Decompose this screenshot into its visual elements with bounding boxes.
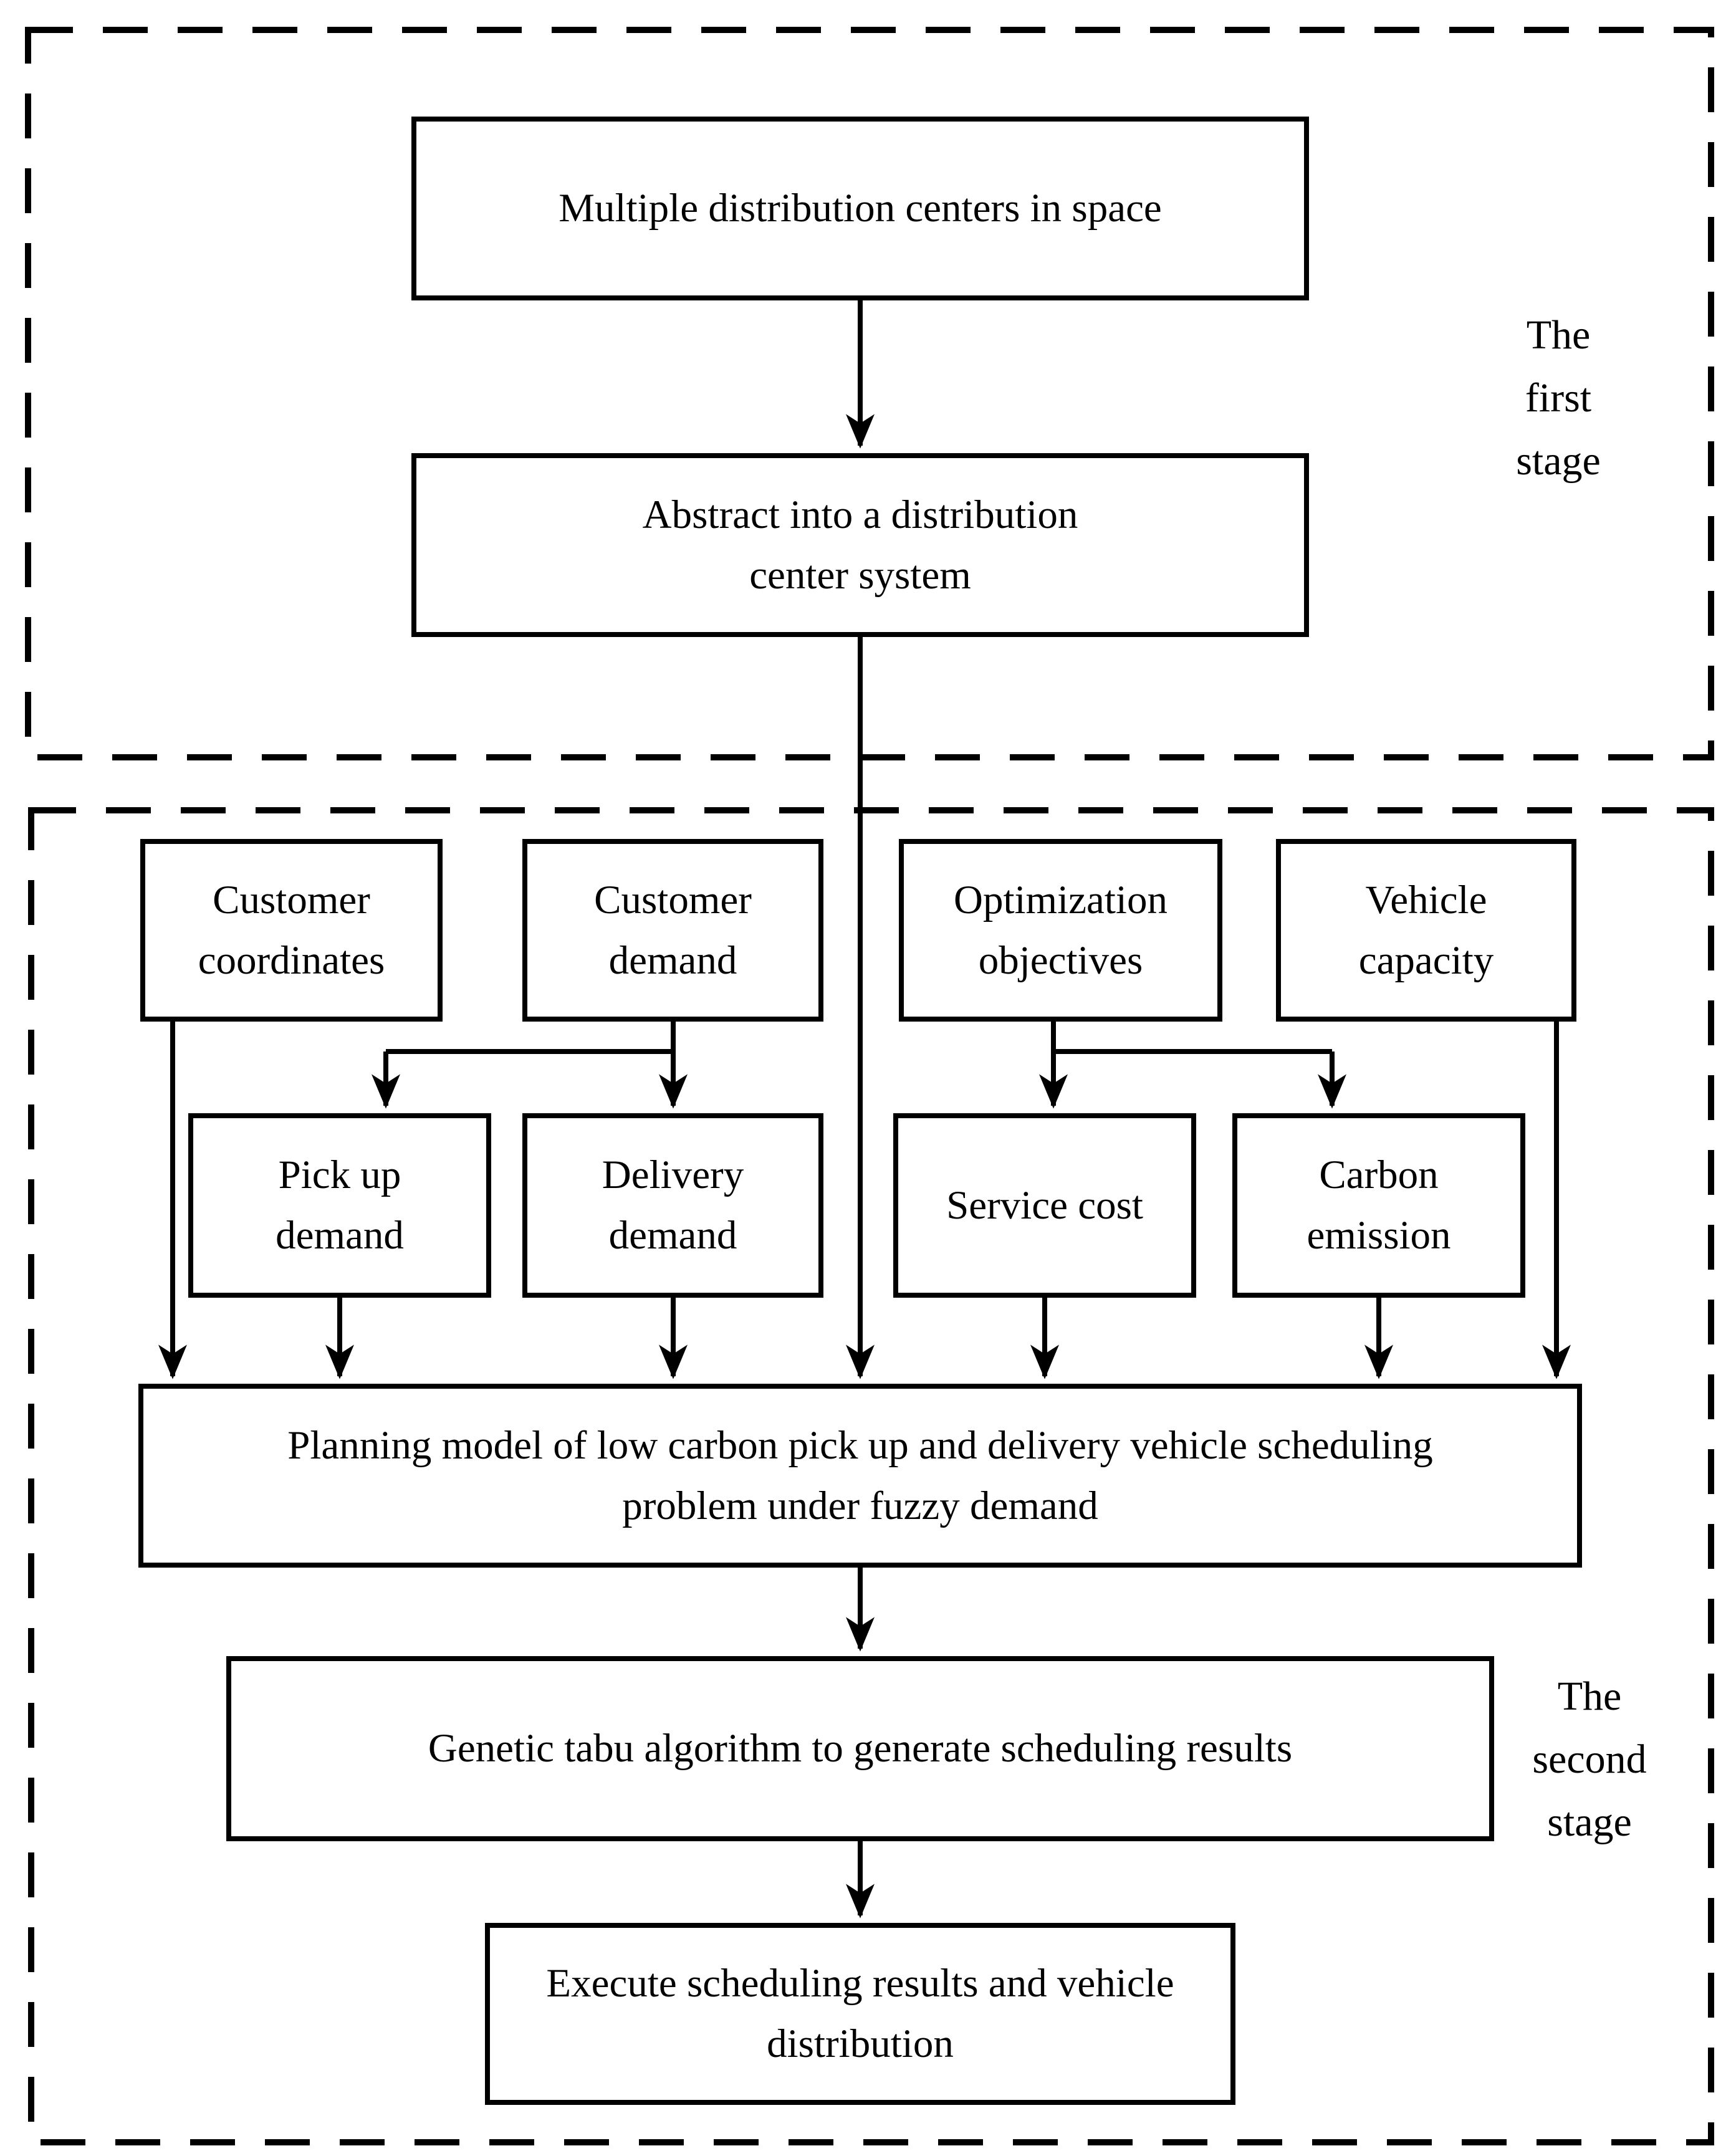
pick-up-demand-box: Pick up demand (188, 1113, 491, 1298)
delivery-demand-box: Delivery demand (522, 1113, 823, 1298)
carbon-emission-box: Carbon emission (1232, 1113, 1525, 1298)
box-text-line: Service cost (946, 1182, 1143, 1228)
customer-demand-box: Customer demand (522, 839, 823, 1022)
box-text-line: Carbon (1319, 1152, 1439, 1197)
stage-label-line: first (1525, 375, 1592, 421)
box-text-line: Delivery (602, 1152, 744, 1197)
box-text-line: problem under fuzzy demand (622, 1483, 1098, 1528)
vehicle-capacity-box: Vehicle capacity (1276, 839, 1576, 1022)
stage2-boundary (28, 807, 1714, 2145)
genetic-tabu-algorithm-box: Genetic tabu algorithm to generate sched… (226, 1656, 1494, 1841)
box-text-line: distribution (767, 2021, 954, 2066)
stage-label-line: second (1532, 1737, 1647, 1782)
stage2-label: The second stage (1496, 1665, 1683, 1854)
multiple-distribution-centers-box: Multiple distribution centers in space (411, 117, 1309, 300)
box-text-line: Pick up (278, 1152, 401, 1197)
stage-label-line: stage (1516, 438, 1601, 484)
box-text-line: Customer (594, 877, 752, 922)
box-text-line: demand (608, 1213, 737, 1258)
box-text-line: demand (276, 1213, 404, 1258)
optimization-objectives-box: Optimization objectives (899, 839, 1222, 1022)
stage-label-line: The (1557, 1674, 1622, 1719)
stage1-boundary (25, 27, 1714, 760)
box-text-line: coordinates (198, 937, 385, 983)
box-text-line: Optimization (954, 877, 1168, 922)
customer-coordinates-box: Customer coordinates (140, 839, 443, 1022)
box-text-line: Execute scheduling results and vehicle (546, 1961, 1174, 2006)
box-text-line: demand (608, 937, 737, 983)
stage-label-line: stage (1547, 1799, 1632, 1845)
box-text-line: Multiple distribution centers in space (559, 186, 1162, 231)
box-text-line: Abstract into a distribution (642, 492, 1078, 537)
box-text-line: objectives (978, 937, 1143, 983)
abstract-distribution-system-box: Abstract into a distribution center syst… (411, 453, 1309, 637)
service-cost-box: Service cost (893, 1113, 1196, 1298)
stage1-label: The first stage (1465, 304, 1652, 492)
box-text-line: emission (1307, 1213, 1451, 1258)
stage-label-line: The (1526, 312, 1591, 358)
box-text-line: Planning model of low carbon pick up and… (287, 1422, 1433, 1468)
box-text-line: Genetic tabu algorithm to generate sched… (428, 1726, 1293, 1771)
box-text-line: center system (749, 552, 971, 598)
box-text-line: Vehicle (1365, 877, 1487, 922)
planning-model-box: Planning model of low carbon pick up and… (138, 1384, 1582, 1568)
box-text-line: capacity (1358, 937, 1494, 983)
execute-scheduling-results-box: Execute scheduling results and vehicle d… (485, 1923, 1235, 2105)
box-text-line: Customer (213, 877, 370, 922)
